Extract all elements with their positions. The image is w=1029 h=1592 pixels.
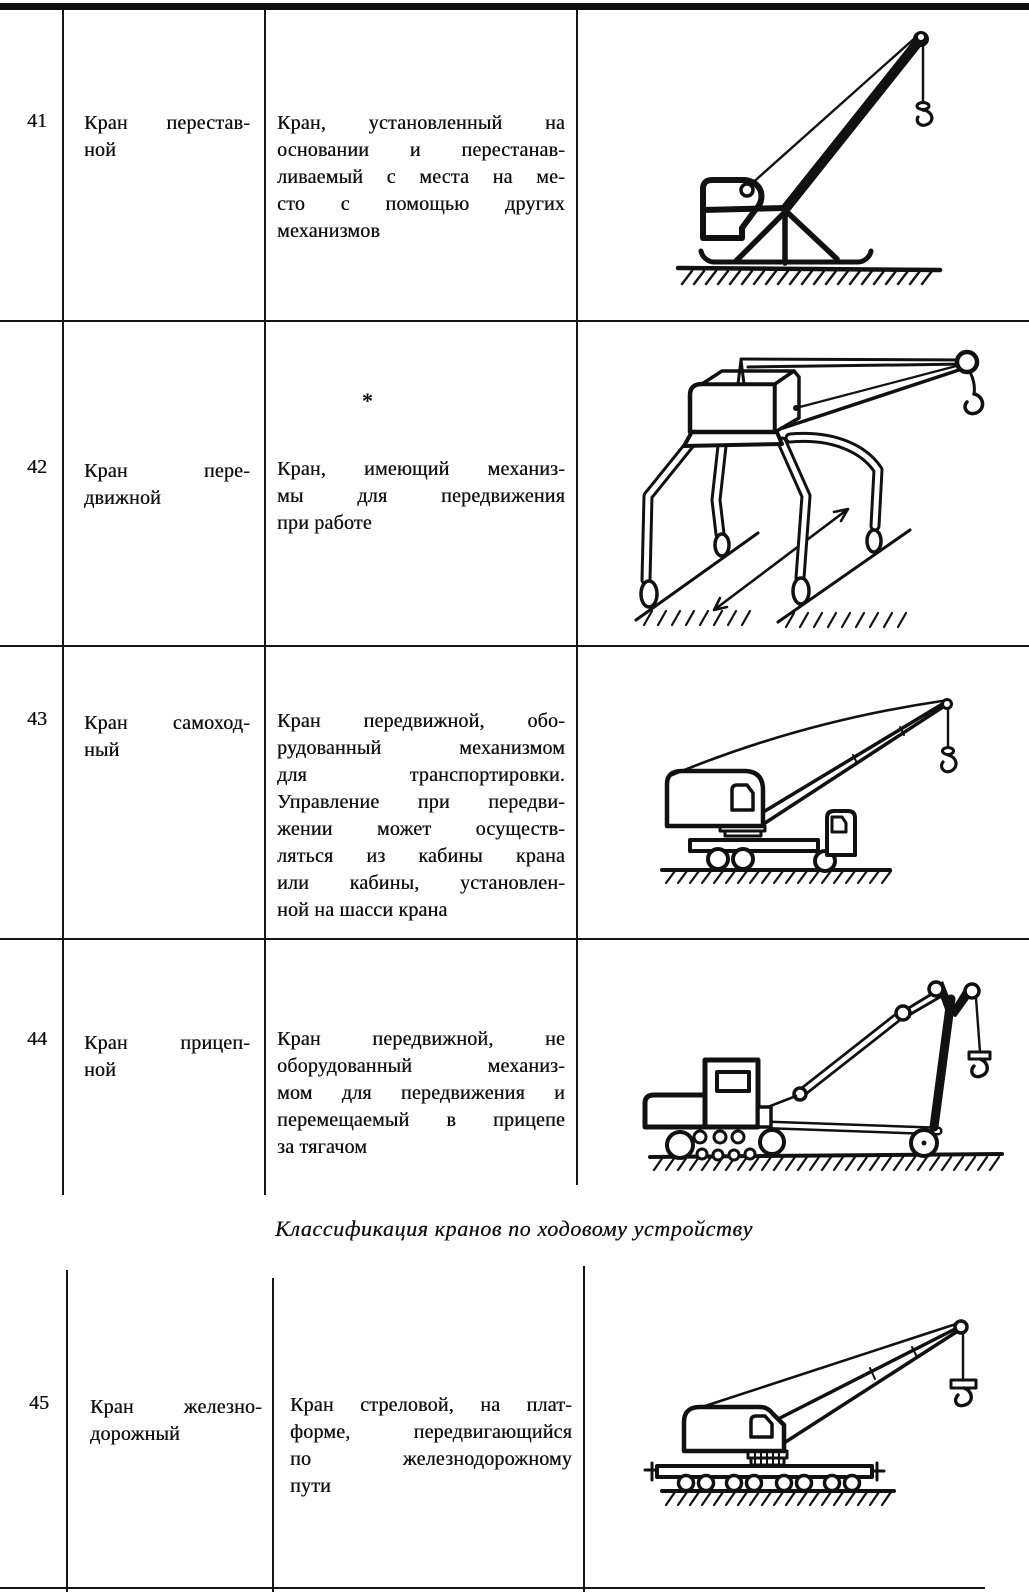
text-line: рудованный механизмом [277, 737, 565, 759]
definition-cell: Кран, имеющий механиз-мы для передвижени… [277, 456, 565, 537]
row-number: 42 [27, 456, 47, 478]
text-line: Кран передвижной, обо- [277, 710, 565, 732]
text-line: движной [84, 487, 161, 509]
text-line: механизмов [277, 220, 381, 242]
crane-on-skids-illustration [675, 31, 943, 286]
trailer-crane-illustration [642, 980, 1004, 1171]
row-number: 41 [27, 110, 47, 132]
definition-cell: Кран стреловой, на плат-форме, передвига… [290, 1392, 572, 1500]
text-line: сто с помощью других [277, 193, 565, 215]
text-line: Кран прицеп- [84, 1032, 250, 1054]
truck-crane-illustration [660, 698, 958, 885]
text-line: Кран, имеющий механиз- [277, 458, 565, 480]
text-line: ной на шасси крана [277, 899, 448, 921]
text-line: основании и перестанав- [277, 139, 565, 161]
text-line: при работе [277, 512, 372, 534]
text-line: за тягачом [277, 1136, 368, 1158]
row-divider [0, 645, 1029, 647]
text-line: по железнодорожному [290, 1448, 572, 1470]
text-line: перемещаемый в прицепе [277, 1109, 565, 1131]
text-line: мы для передвижения [277, 485, 565, 507]
page-bottom-rule [0, 1587, 985, 1589]
term-cell: Кран перестав-ной [84, 110, 250, 164]
text-line: Управление при передви- [277, 791, 565, 813]
definition-cell: Кран передвижной, не оборудованный механи… [277, 1026, 565, 1161]
text-line: пути [290, 1475, 331, 1497]
term-cell: Кран пере-движной [84, 458, 250, 512]
row-divider [0, 938, 1029, 940]
column-divider [583, 1266, 585, 1592]
railway-crane-illustration [643, 1319, 978, 1507]
text-line: Кран стреловой, на плат- [290, 1394, 572, 1416]
definition-cell: Кран, установленный на основании и перест… [277, 110, 565, 245]
term-cell: Кран железно-дорожный [90, 1394, 262, 1448]
text-line: дорожный [90, 1423, 180, 1445]
row-number: 44 [27, 1028, 47, 1050]
table-top-border [0, 3, 1029, 10]
text-line: ной [84, 1059, 117, 1081]
row-divider [0, 320, 1029, 322]
text-line: ливаемый с места на ме- [277, 166, 565, 188]
column-divider [576, 10, 578, 1185]
text-line: Кран самоход- [84, 712, 250, 734]
text-line: ляться из кабины крана [277, 845, 565, 867]
text-line: форме, передвигающийся [290, 1421, 572, 1443]
text-line: Кран железно- [90, 1396, 262, 1418]
row-number: 45 [29, 1392, 49, 1414]
text-line: ной [84, 139, 117, 161]
text-line: оборудованный механиз- [277, 1055, 565, 1077]
text-line: ный [84, 739, 120, 761]
column-divider [66, 1270, 68, 1592]
definition-cell: Кран передвижной, обо-рудованный механиз… [277, 708, 565, 924]
walking-crane-illustration [634, 349, 985, 629]
term-cell: Кран самоход-ный [84, 710, 250, 764]
row-number: 43 [27, 708, 47, 730]
text-line: или кабины, установлен- [277, 872, 565, 894]
text-line: мом для передвижения и [277, 1082, 565, 1104]
text-line: Кран пере- [84, 460, 250, 482]
column-divider [272, 1278, 274, 1592]
text-line: Кран перестав- [84, 112, 250, 134]
text-line: Кран, установленный на [277, 112, 565, 134]
column-divider [264, 10, 266, 1195]
section-heading: Классификация кранов по ходовому устройс… [275, 1216, 753, 1241]
text-line: Кран передвижной, не [277, 1028, 565, 1050]
text-line: жении может осуществ- [277, 818, 565, 840]
column-divider [62, 10, 64, 1195]
term-cell: Кран прицеп-ной [84, 1030, 250, 1084]
text-line: для транспортировки. [277, 764, 565, 786]
footnote-marker: * [362, 388, 373, 413]
